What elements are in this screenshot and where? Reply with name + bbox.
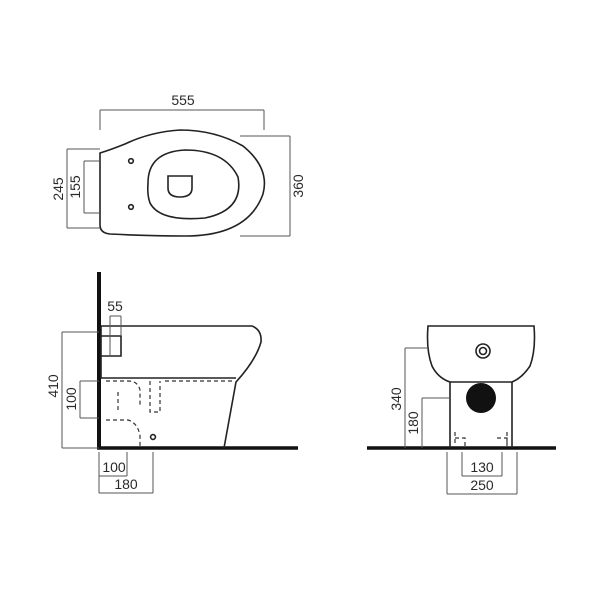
- dim-100v-label: 100: [63, 387, 79, 411]
- dim-55-label: 55: [107, 298, 123, 314]
- dim-100h-label: 100: [102, 459, 126, 475]
- dim-555-label: 555: [171, 92, 195, 108]
- dim-155-label: 155: [67, 175, 83, 199]
- side-view: 55 410 100 100 180: [45, 272, 298, 494]
- dim-250-label: 250: [470, 477, 494, 493]
- fixing-hole-bottom: [127, 203, 135, 211]
- side-bowl-outline: [101, 325, 262, 449]
- dim-410-label: 410: [45, 374, 61, 398]
- drain-outlet: [167, 175, 193, 198]
- trap-hidden-line: [106, 380, 232, 446]
- dim-245-label: 245: [50, 177, 66, 201]
- side-fixing-hole: [149, 433, 157, 441]
- inlet-pipe: [101, 335, 122, 357]
- dim-360-label: 360: [290, 174, 306, 198]
- dim-180h-label: 180: [114, 476, 138, 492]
- front-drain: [466, 383, 496, 413]
- dim-130-label: 130: [470, 459, 494, 475]
- dim-340-label: 340: [388, 387, 404, 411]
- bowl-inner-rim: [146, 149, 240, 220]
- front-inlet-inner: [478, 346, 488, 356]
- front-inlet-circle: [475, 343, 491, 359]
- front-pedestal: [449, 382, 513, 448]
- bowl-outline: [99, 129, 266, 237]
- dim-180v-label: 180: [405, 411, 421, 435]
- front-fixing-right: [497, 432, 508, 446]
- top-view: 555 360 245 155: [50, 92, 306, 237]
- fixing-hole-top: [127, 157, 135, 165]
- front-fixing-left: [454, 432, 466, 446]
- front-view: 340 180 130 250: [367, 325, 556, 495]
